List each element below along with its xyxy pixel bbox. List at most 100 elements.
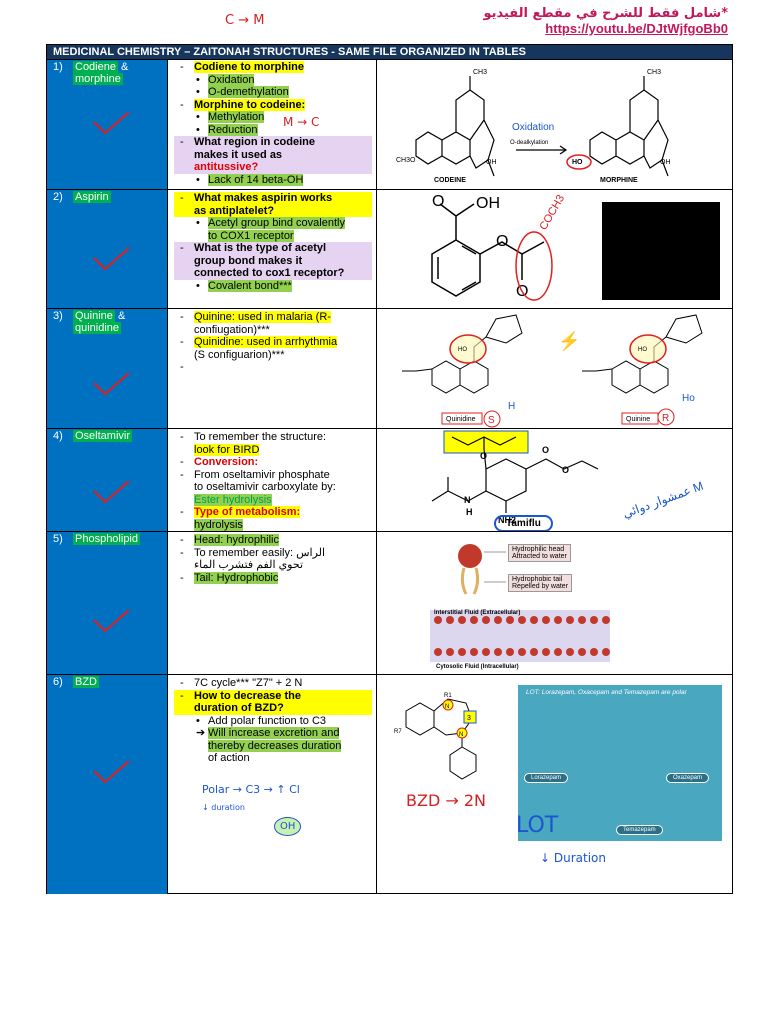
topic-label: Phospholipid [73,533,140,545]
topic-cell: 3) Quinine & quinidine [47,309,167,429]
handwritten-c-to-m: C → M [225,13,265,28]
row-number: 4) [53,430,63,442]
check-mark-icon [93,760,130,784]
topic-label: Codiene [73,61,118,73]
note-text: What makes aspirin works [194,192,333,204]
bzd-core-structure: R1 R7 N N 3 [394,693,477,780]
oseltamivir-structure: O O O N H NH2 عمشوار دوائي M [431,430,705,525]
oxygen-label: O [432,193,444,210]
interstitial-label: Interstitial Fluid (Extracellular) [434,610,520,616]
check-mark-icon [93,480,130,504]
handwritten-oxidation: Oxidation [512,122,554,133]
nh2-label: NH2 [498,515,516,525]
note-text: to COX1 receptor [208,229,294,242]
note-text: duration of BZD? [194,702,284,714]
note-text: Head: hydrophilic [194,534,279,546]
topic-label-2: morphine [73,73,123,85]
n1-label: N [445,704,449,710]
notes-list: -7C cycle*** "Z7" + 2 N -How to decrease… [174,677,372,765]
note-text: group bond makes it [194,254,303,267]
structure-cell: R1 R7 N N 3 LOT: Lorazepam, Oxacepam and… [376,675,732,894]
note-text: look for BIRD [194,443,260,456]
table-row: 6) BZD -7C cycle*** "Z7" + 2 N -How to d… [47,674,732,894]
note-text: Lack of 14 beta-OH [208,173,304,186]
topic-name: Quinine & quinidine [73,310,126,334]
topic-label: Quinine [73,310,115,322]
table-row: 1) Codiene & morphine -Codiene to morphi… [47,59,732,190]
ch3o-label: CH3O [396,157,416,164]
video-link[interactable]: https://youtu.be/DJtWjfgoBb0 [545,21,728,36]
note-text: Covalent bond*** [208,279,292,292]
tamiflu-label: Tamiflu [494,515,553,532]
topic-cell: 6) BZD [47,675,167,894]
oxygen-label: O [496,233,508,250]
oxygen-label: O [480,451,487,461]
ch3-label: CH3 [473,69,487,76]
note-text: (S configuarion)*** [194,348,285,361]
header-note: *شامل فقط للشرح في مقطع الفيديو https://… [483,6,728,36]
notes-cell: -What makes aspirin works as antiplatele… [167,190,377,309]
oh-label: OH [486,159,497,166]
topic-name: Oseltamivir [73,430,133,442]
table-row: 5) Phospholipid -Head: hydrophilic -To r… [47,531,732,675]
notes-cell: -To remember the structure: look for BIR… [167,429,377,532]
notes-cell: -Head: hydrophilic -To remember easily: … [167,532,377,675]
note-text: تحوي الفم فتشرب الماء [194,559,304,571]
topic-name: Aspirin [73,191,111,203]
ho-label: HO [572,159,583,166]
table-row: 2) Aspirin -What makes aspirin works as … [47,189,732,309]
oxygen-label: O [562,465,569,475]
note-text: Will increase excretion and [208,727,340,739]
note-text: What region in codeine [194,136,316,148]
table-row: 3) Quinine & quinidine -Quinine: used in… [47,308,732,429]
r7-label: R7 [394,729,402,735]
note-text: How to decrease the [194,689,301,702]
structure-cell: Interstitial Fluid (Extracellular) Cytos… [376,532,732,675]
check-mark-icon [93,609,130,633]
redacted-image [602,202,720,300]
note-text: Tail: Hydrophobic [194,571,279,584]
notes-cell: -Codiene to morphine •Oxidation •O-demet… [167,60,377,190]
topic-name: Phospholipid [73,533,140,545]
oxygen-label: O [542,445,549,455]
notes-list: -To remember the structure: look for BIR… [180,431,336,531]
lot-panel [518,685,722,841]
aspirin-structure: O OH O O COCH3 [431,193,567,301]
arabic-note: *شامل فقط للشرح في مقطع الفيديو [483,6,728,21]
check-mark-icon [93,372,130,396]
handwritten-r: R [662,413,669,424]
topic-cell: 1) Codiene & morphine [47,60,167,190]
n4-label: N [459,732,463,738]
note-text: 7C cycle*** "Z7" + 2 N [194,677,303,689]
topic-label-2: quinidine [73,322,122,334]
handwritten-arabic: عمشوار دوائي M [621,479,705,521]
note-text: To remember easily: الراس [194,546,326,559]
note-text: Reduction [208,123,258,136]
o-dealkylation-label: O-dealkylation [510,140,548,146]
handwritten-duration: ↓ Duration [540,851,606,865]
note-text: What is the type of acetyl [194,242,327,254]
notes-list: -Codiene to morphine •Oxidation •O-demet… [174,61,372,186]
codeine-morphine-structure: CH3 CH3 CH3O HO OH OH CODEINE MORPHINE O… [396,69,671,184]
quinidine-label: Quinidine [446,416,476,423]
quinine-label: Quinine [626,416,650,423]
hydrogen-label: H [466,507,473,517]
table-row: 4) Oseltamivir -To remember the structur… [47,428,732,532]
note-text: Conversion: [194,456,259,468]
note-text: confiugation)*** [194,323,270,336]
note-text: Quinine: used in malaria (R- [194,311,331,323]
row-number: 6) [53,676,63,688]
note-text: Quinidine: used in arrhythmia [194,336,338,348]
note-text: as antiplatelet? [194,204,275,217]
notes-cell: -7C cycle*** "Z7" + 2 N -How to decrease… [167,675,377,894]
notes-list: -Head: hydrophilic -To remember easily: … [180,534,326,584]
structure-cell: HO HO Quinidine Quinine ⚡ S H R Ho [376,309,732,429]
structure-cell: O OH O O COCH3 [376,190,732,309]
handwritten-h: H [508,401,515,412]
hydroxyl-label: OH [476,195,500,212]
note-text: From oseltamivir phosphate [194,468,330,481]
ch3-label: CH3 [647,69,661,76]
handwritten-lot: LOT [516,813,559,838]
oxazepam-label: Oxazepam [666,773,710,783]
